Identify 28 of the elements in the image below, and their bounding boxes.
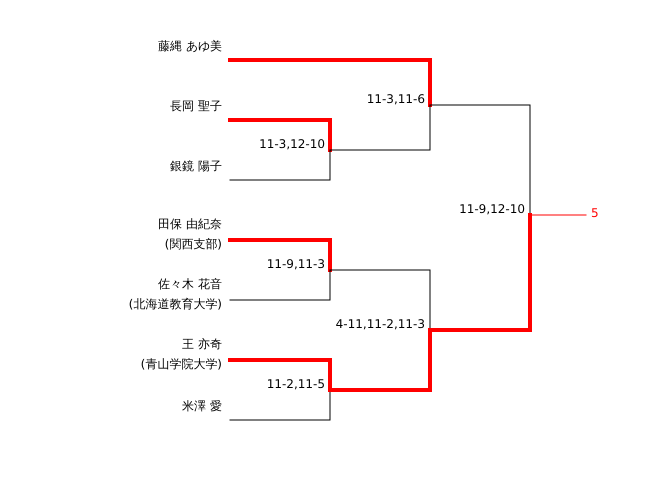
- bracket-line: [228, 238, 332, 272]
- bracket-line: [428, 213, 532, 332]
- player-name: 王 亦奇: [182, 336, 222, 353]
- player-affiliation: (青山学院大学): [140, 356, 222, 373]
- player-name: 佐々木 花音: [158, 276, 222, 293]
- match-score: 4-11,11-2,11-3: [336, 316, 425, 333]
- player-affiliation: (北海道教育大学): [128, 296, 222, 313]
- match-score: 11-9,12-10: [459, 201, 525, 218]
- player-name: 長岡 聖子: [170, 98, 222, 115]
- bracket-line: [530, 214, 586, 216]
- bracket-line: [330, 270, 430, 330]
- player-affiliation: (関西支部): [164, 236, 222, 253]
- player-name: 米澤 愛: [182, 398, 222, 415]
- bracket-line: [330, 104, 430, 150]
- bracket-line: [230, 270, 330, 300]
- bracket-line: [230, 390, 330, 420]
- bracket-line: [230, 150, 330, 180]
- player-name: 田保 由紀奈: [158, 216, 222, 233]
- bracket-line: [430, 104, 530, 216]
- bracket-line: [228, 118, 332, 152]
- match-score: 11-3,11-6: [366, 91, 425, 108]
- match-score: 11-3,12-10: [259, 136, 325, 153]
- match-score: 11-9,11-3: [266, 256, 325, 273]
- final-rank: 5: [591, 206, 599, 220]
- player-name: 藤縄 あゆ美: [158, 38, 222, 55]
- match-score: 11-2,11-5: [266, 376, 325, 393]
- player-name: 銀鏡 陽子: [170, 158, 222, 175]
- bracket-line: [228, 58, 432, 107]
